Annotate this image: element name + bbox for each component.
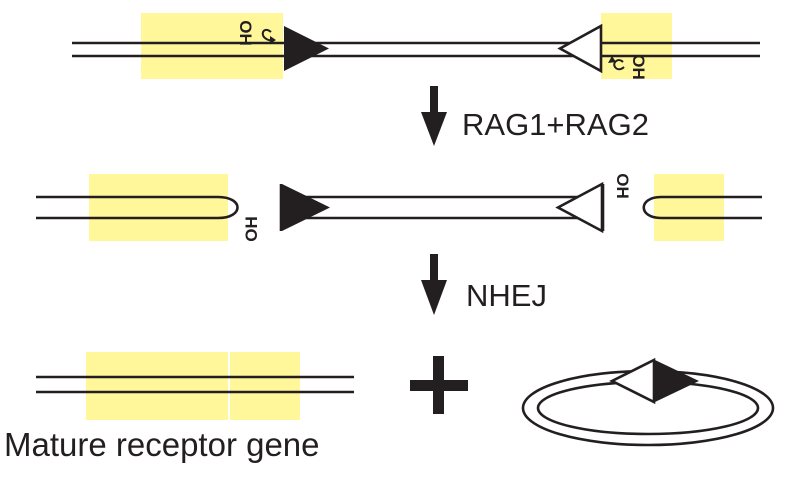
hydroxyl-label-right: OH bbox=[629, 54, 648, 80]
curved-arrow-icon bbox=[613, 59, 625, 71]
hairpin-coding-end-left bbox=[36, 195, 239, 220]
step-nhej-joining: NHEJ bbox=[421, 254, 547, 315]
stage-products bbox=[36, 352, 775, 447]
signal-sequence-filled-icon bbox=[282, 184, 330, 231]
signal-sequence-filled-icon bbox=[655, 360, 699, 402]
coding-segment-joined-left bbox=[86, 352, 228, 420]
step-label-rag: RAG1+RAG2 bbox=[462, 107, 649, 142]
coding-segment-left bbox=[141, 13, 283, 79]
coding-segment-right bbox=[601, 13, 672, 79]
hydroxyl-label-left: OH bbox=[242, 216, 261, 242]
hairpin-coding-end-right bbox=[642, 195, 762, 220]
signal-sequence-open-icon bbox=[609, 357, 656, 405]
coding-segment-right bbox=[654, 174, 724, 241]
signal-sequence-open-icon bbox=[557, 23, 603, 74]
stage-germline: OH OH bbox=[72, 13, 760, 80]
arrowhead-icon bbox=[608, 56, 616, 63]
hydroxyl-label-right: OH bbox=[613, 173, 632, 199]
coding-segment-left bbox=[89, 174, 228, 241]
signal-sequence-open-icon bbox=[555, 181, 604, 234]
coding-segment-joined-right bbox=[230, 352, 300, 420]
plus-icon bbox=[410, 356, 468, 414]
arrowhead-icon bbox=[270, 36, 276, 44]
step-rag-cleavage: RAG1+RAG2 bbox=[421, 86, 649, 146]
signal-sequence-filled-icon bbox=[284, 26, 329, 71]
step-label-nhej: NHEJ bbox=[466, 278, 547, 313]
stage-cleaved: OH OH bbox=[36, 173, 762, 242]
hydroxyl-label-left: OH bbox=[236, 20, 255, 46]
down-arrow-icon bbox=[421, 254, 447, 315]
mature-gene-caption: Mature receptor gene bbox=[4, 426, 320, 463]
down-arrow-icon bbox=[421, 86, 447, 146]
